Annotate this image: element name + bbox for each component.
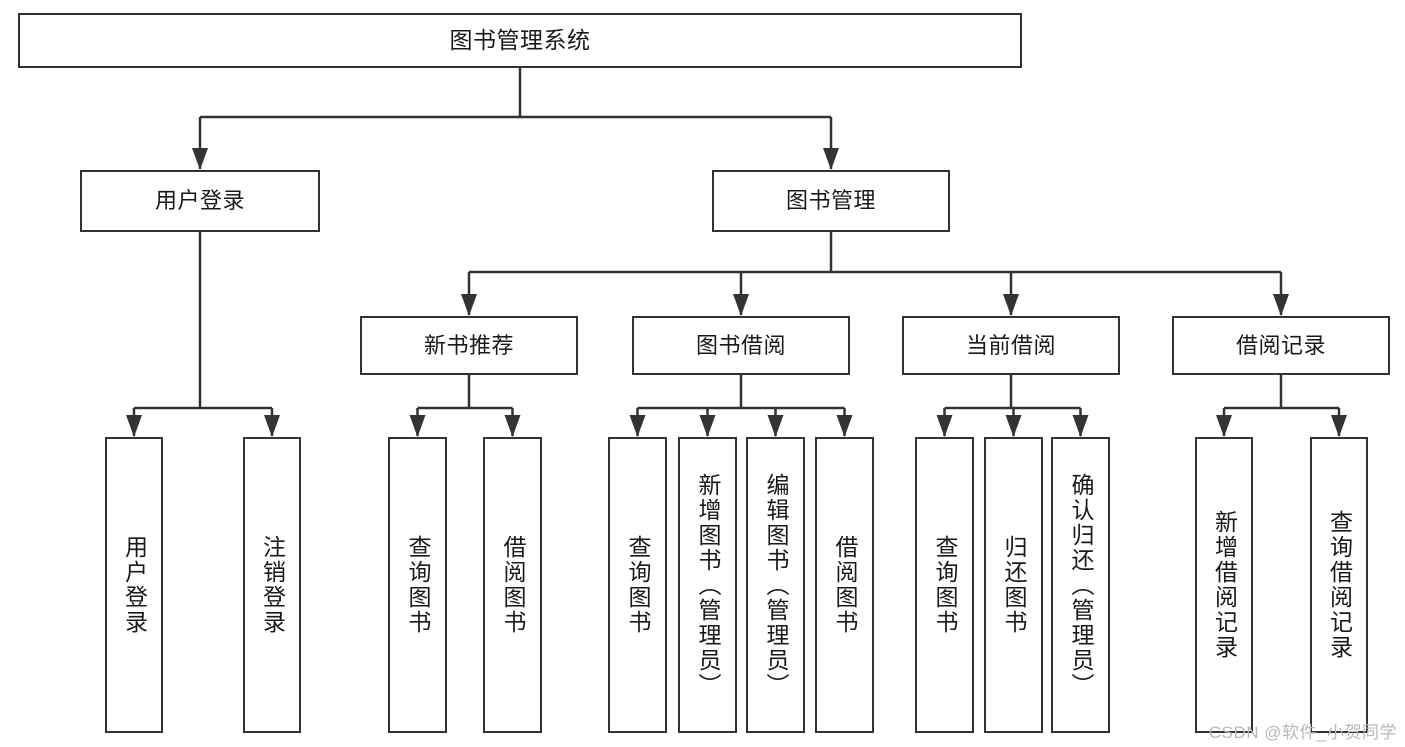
node-label: 编辑图书（管理员） <box>763 472 789 698</box>
arrow-l3-current <box>1003 294 1019 316</box>
node-leaf-rec-query[interactable]: 查询借阅记录 <box>1310 437 1368 733</box>
node-leaf-rec-add[interactable]: 新增借阅记录 <box>1195 437 1253 733</box>
node-l3-records[interactable]: 借阅记录 <box>1172 316 1390 375</box>
arrow-leaf-bk-borrow <box>836 415 853 437</box>
node-label: 图书管理系统 <box>449 27 591 54</box>
arrow-l3-records <box>1273 294 1289 316</box>
arrow-leaf-logout <box>264 415 280 437</box>
arrow-l2-manage <box>823 148 839 170</box>
arrow-l3-newbook <box>461 294 477 316</box>
node-leaf-cur-confirm[interactable]: 确认归还（管理员） <box>1051 437 1110 733</box>
node-label: 用户登录 <box>121 535 148 635</box>
node-label: 新增图书（管理员） <box>695 472 721 698</box>
arrow-leaf-bk-add <box>699 415 716 437</box>
node-label: 新增借阅记录 <box>1211 510 1238 660</box>
node-label: 图书管理 <box>785 188 876 214</box>
arrow-leaf-nb-query <box>409 415 426 437</box>
arrow-leaf-bk-query <box>629 415 646 437</box>
arrow-leaf-nb-borrow <box>504 415 521 437</box>
arrow-leaf-bk-edit <box>767 415 784 437</box>
node-label: 查询图书 <box>932 535 958 635</box>
node-label: 查询图书 <box>405 535 431 635</box>
node-label: 借阅图书 <box>832 535 858 635</box>
node-leaf-nb-borrow[interactable]: 借阅图书 <box>483 437 542 733</box>
arrow-leaf-cur-query <box>936 415 953 437</box>
node-leaf-bk-query[interactable]: 查询图书 <box>608 437 667 733</box>
node-label: 确认归还（管理员） <box>1068 472 1094 698</box>
arrow-leaf-rec-query <box>1331 415 1347 437</box>
node-leaf-bk-borrow[interactable]: 借阅图书 <box>815 437 874 733</box>
node-label: 查询借阅记录 <box>1326 510 1353 660</box>
watermark: CSDN @软件_小贺同学 <box>1208 723 1397 742</box>
node-label: 借阅记录 <box>1235 332 1326 358</box>
arrow-l3-borrow <box>733 294 749 316</box>
node-leaf-bk-edit[interactable]: 编辑图书（管理员） <box>746 437 805 733</box>
node-label: 用户登录 <box>154 188 245 214</box>
node-label: 归还图书 <box>1001 535 1027 635</box>
node-leaf-bk-add[interactable]: 新增图书（管理员） <box>678 437 737 733</box>
arrow-leaf-cur-return <box>1005 415 1022 437</box>
arrow-l2-login <box>192 148 208 170</box>
node-l2-login[interactable]: 用户登录 <box>80 170 320 232</box>
node-leaf-nb-query[interactable]: 查询图书 <box>388 437 447 733</box>
node-leaf-cur-query[interactable]: 查询图书 <box>915 437 974 733</box>
node-l3-current[interactable]: 当前借阅 <box>902 316 1120 375</box>
node-label: 查询图书 <box>625 535 651 635</box>
arrow-leaf-cur-confirm <box>1072 415 1089 437</box>
node-label: 注销登录 <box>259 535 286 635</box>
node-l3-newbook[interactable]: 新书推荐 <box>360 316 578 375</box>
node-l3-borrow[interactable]: 图书借阅 <box>632 316 850 375</box>
node-leaf-cur-return[interactable]: 归还图书 <box>984 437 1043 733</box>
node-leaf-logout[interactable]: 注销登录 <box>243 437 301 733</box>
node-label: 新书推荐 <box>423 332 514 358</box>
node-l2-manage[interactable]: 图书管理 <box>712 170 950 232</box>
arrow-leaf-rec-add <box>1216 415 1232 437</box>
node-label: 当前借阅 <box>965 332 1056 358</box>
arrow-leaf-userlogin <box>126 415 142 437</box>
node-label: 图书借阅 <box>695 332 786 358</box>
node-leaf-userlogin[interactable]: 用户登录 <box>105 437 163 733</box>
node-root[interactable]: 图书管理系统 <box>18 13 1022 68</box>
node-label: 借阅图书 <box>500 535 526 635</box>
